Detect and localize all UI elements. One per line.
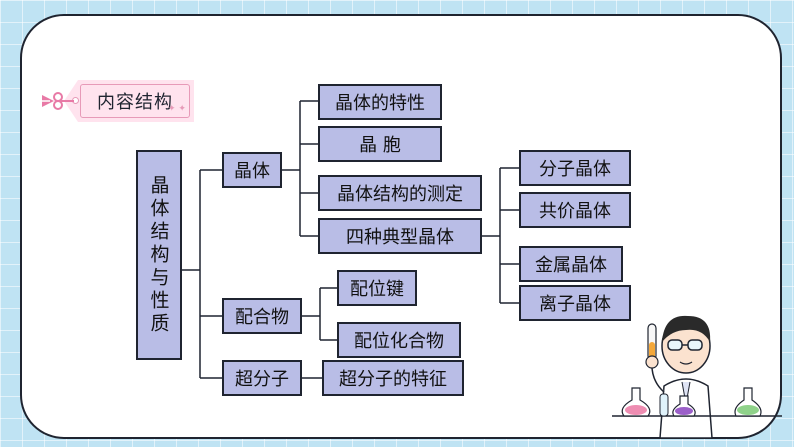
node-crystal: 晶体 <box>222 152 282 188</box>
node-covalent-crystal: 共价晶体 <box>519 192 631 228</box>
node-structure-measurement: 晶体结构的测定 <box>318 175 482 211</box>
scientist-illustration-icon <box>612 315 782 439</box>
root-node: 晶体结构与性质 <box>136 150 182 360</box>
node-complex: 配合物 <box>222 298 302 334</box>
sparkle-icon: ✦ ✦ <box>168 104 186 114</box>
ribbon-bow-icon <box>42 92 74 110</box>
section-tag-background <box>64 80 194 122</box>
section-tag-label: 内容结构 <box>80 84 190 118</box>
node-supramolecule-feature: 超分子的特征 <box>322 360 464 396</box>
node-unit-cell: 晶 胞 <box>318 126 442 162</box>
node-metallic-crystal: 金属晶体 <box>519 246 623 282</box>
node-molecular-crystal: 分子晶体 <box>519 150 631 186</box>
node-four-crystal-types: 四种典型晶体 <box>318 218 482 254</box>
node-coordination-compound: 配位化合物 <box>337 322 461 358</box>
node-supramolecule: 超分子 <box>222 360 302 396</box>
node-coordinate-bond: 配位键 <box>337 270 417 306</box>
node-ionic-crystal: 离子晶体 <box>519 285 631 321</box>
node-crystal-property: 晶体的特性 <box>318 84 442 120</box>
